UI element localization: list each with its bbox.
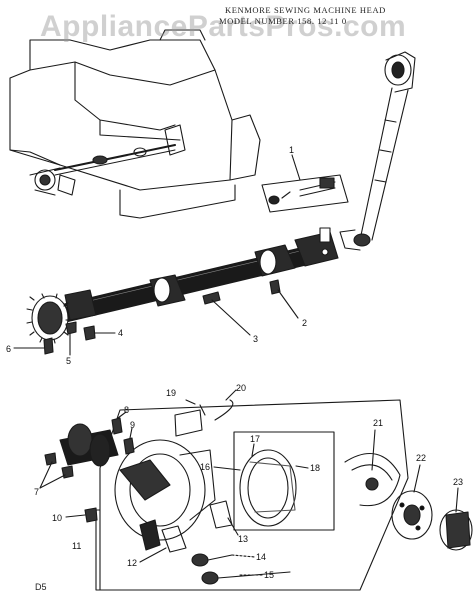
callout-3: 3 [253,334,259,344]
callout-18: 18 [310,463,321,473]
callout-2: 2 [302,318,308,328]
header-line-2: MODEL NUMBER 158. 12 11 0 [219,16,347,26]
callout-17: 17 [250,434,261,444]
callout-21: 21 [373,418,384,428]
drive-shaft [26,227,339,344]
small-parts-shaft [13,279,299,356]
callout-16: 16 [200,462,211,472]
callout-11: 11 [72,541,82,551]
diagram-code: D5 [35,582,47,592]
machine-head-outline [9,29,261,219]
connecting-rod [339,51,416,251]
callout-4: 4 [118,328,124,338]
callout-6: 6 [6,344,12,354]
header-line-1: KENMORE SEWING MACHINE HEAD [225,5,386,15]
callout-5: 5 [66,356,72,366]
callout-1: 1 [289,145,295,155]
callout-7: 7 [34,487,40,497]
callout-14: 14 [256,552,267,562]
callout-9: 9 [130,420,136,430]
callout-22: 22 [416,453,427,463]
part-1-bracket [261,154,349,213]
callout-23: 23 [453,477,464,487]
callout-10: 10 [52,513,63,523]
callout-20: 20 [236,383,247,393]
callout-12: 12 [127,558,138,568]
callout-13: 13 [238,534,249,544]
callout-8: 8 [124,405,130,415]
hook-assembly-panel [39,389,473,591]
callout-19: 19 [166,388,177,398]
callout-15: 15 [264,570,275,580]
watermark: AppliancePartsPros.com [40,10,407,43]
